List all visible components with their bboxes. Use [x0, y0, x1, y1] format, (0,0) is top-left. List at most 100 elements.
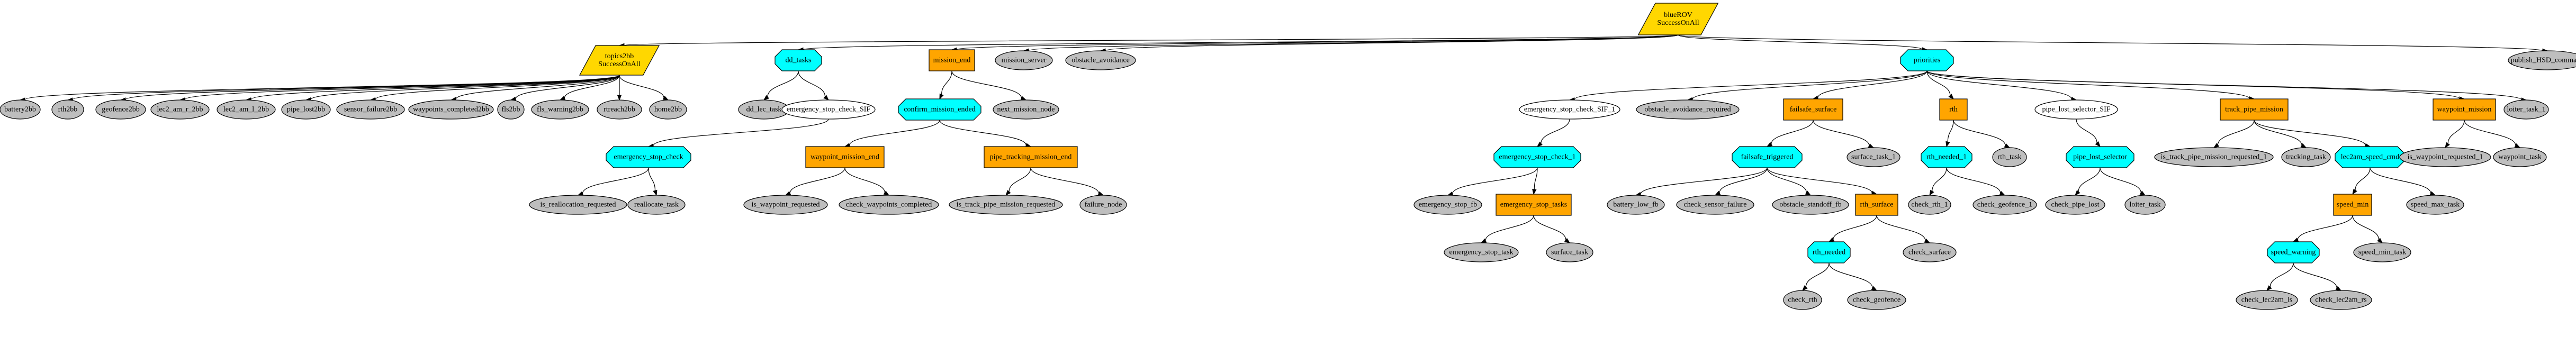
node-pipe-tracking-mission-end: pipe_tracking_mission_end — [984, 146, 1078, 168]
node-label: check_sensor_failure — [1684, 201, 1747, 209]
node-shape — [1847, 147, 1901, 167]
node-label: check_rth_1 — [1911, 201, 1948, 209]
node-shape — [1676, 195, 1754, 215]
node-rth-surface: rth_surface — [1855, 194, 1898, 216]
node-label: check_pipe_lost — [2051, 201, 2100, 209]
edge-arrowhead — [1802, 285, 1808, 291]
edge-line — [789, 167, 845, 194]
node-emergency-stop-check: emergency_stop_check — [606, 146, 691, 168]
node-shape — [781, 99, 876, 120]
edge-line — [1805, 262, 1830, 287]
node-label: check_waypoints_completed — [846, 201, 932, 209]
node-mission-end: mission_end — [929, 49, 975, 71]
node-surface-task-1: surface_task_1 — [1847, 147, 1901, 167]
node-shape — [95, 99, 146, 120]
node-reallocate-task: reallocate_task — [627, 195, 686, 215]
node-shape — [1519, 99, 1620, 120]
edge-line — [2464, 120, 2516, 146]
node-label: confirm_mission_ended — [904, 106, 975, 114]
node-label: priorities — [1914, 57, 1941, 65]
node-label: failure_node — [1085, 201, 1122, 209]
node-label: is_reallocation_requested — [540, 201, 616, 209]
edge-arrowhead — [2095, 141, 2101, 148]
node-label: speed_warning — [2271, 249, 2316, 257]
node-label: tracking_task — [2286, 153, 2326, 161]
edge-failsafe_triggered-to-obstacle_standoff_fb — [1767, 167, 1812, 196]
edge-track_pipe_mission-to-is_track_pipe_mission_requested_1 — [2213, 120, 2255, 148]
edge-emergency_stop_check_sif_1-to-emergency_stop_check_1 — [1536, 119, 1570, 147]
node-label: waypoint_mission — [2437, 106, 2492, 114]
edge-line — [1533, 215, 1566, 240]
node-lec2-am-r-2bb: lec2_am_r_2bb — [150, 99, 210, 120]
node-layer: blueROVSuccessOnAlltopics2bbSuccessOnAll… — [0, 3, 2576, 310]
edge-line — [582, 167, 649, 194]
node-label: surface_task_1 — [1851, 153, 1896, 161]
node-emergency-stop-check-sif-1: emergency_stop_check_SIF_1 — [1519, 99, 1620, 120]
node-shape — [1992, 147, 2027, 167]
node-battery2bb: battery2bb — [0, 99, 41, 120]
node-emergency-stop-fb: emergency_stop_fb — [1413, 195, 1482, 215]
edge-line — [1817, 70, 1928, 98]
node-shape — [1900, 49, 1954, 71]
edge-rth-to-rth_needed_1 — [1945, 120, 1954, 148]
node-is-reallocation-requested: is_reallocation_requested — [529, 195, 627, 215]
node-speed-warning: speed_warning — [2267, 241, 2320, 263]
edge-arrowhead — [662, 95, 669, 101]
edge-arrowhead — [1945, 141, 1950, 148]
node-label: emergency_stop_check_1 — [1499, 153, 1575, 161]
edge-line — [1030, 167, 1100, 194]
edge-line — [2269, 262, 2294, 287]
edge-line — [1946, 167, 2001, 194]
edge-arrowhead — [1532, 189, 1537, 195]
edge-line — [2352, 215, 2379, 240]
node-label: loiter_task_1 — [2507, 106, 2545, 114]
edge-line — [849, 120, 940, 145]
node-label: fls_warning2bb — [537, 106, 583, 114]
node-label: failsafe_triggered — [1741, 153, 1794, 161]
node-label: check_surface — [1908, 249, 1951, 257]
edge-line — [951, 70, 1022, 98]
node-fls2bb: fls2bb — [497, 99, 525, 120]
edge-line — [1008, 167, 1031, 192]
node-label: lec2_am_r_2bb — [157, 106, 203, 114]
node-battery-low-fb: battery_low_fb — [1607, 195, 1665, 215]
edge-line — [2217, 120, 2255, 145]
node-label: is_track_pipe_mission_requested — [957, 201, 1056, 209]
node-label: check_lec2am_ls — [2241, 296, 2292, 304]
node-shape — [336, 99, 405, 120]
node-shape — [2335, 146, 2406, 168]
node-label: surface_task — [1551, 249, 1588, 257]
node-shape — [1908, 195, 1951, 215]
edge-arrowhead — [2075, 190, 2080, 196]
node-speed-max-task: speed_max_task — [2406, 195, 2464, 215]
node-shape — [2124, 195, 2166, 215]
node-surface-task: surface_task — [1546, 242, 1593, 262]
edge-line — [1692, 70, 1928, 100]
node-label: rth_task — [1997, 153, 2021, 161]
edge-line — [2100, 167, 2141, 193]
edge-line — [767, 70, 799, 97]
edge-line — [1813, 120, 1870, 146]
edge-arrowhead — [653, 189, 657, 196]
node-shape — [2353, 242, 2411, 262]
edge-line — [1876, 215, 1926, 241]
edge-topics2bb-to-home2bb — [619, 75, 669, 101]
node-label: rth2bb — [58, 106, 78, 114]
edge-line — [1541, 119, 1570, 144]
node-shape — [1546, 242, 1593, 262]
edge-arrowhead — [763, 95, 769, 101]
node-pipe-lost-selector-sif: pipe_lost_selector_SIF — [2034, 99, 2118, 120]
edge-line — [1534, 167, 1538, 190]
edge-pipe_lost_selector-to-loiter_task — [2100, 167, 2146, 196]
node-shape — [2267, 241, 2320, 263]
edge-line — [1485, 215, 1534, 241]
node-label: pipe_lost_selector — [2073, 153, 2127, 161]
edge-line — [2076, 119, 2097, 143]
edge-line — [2355, 167, 2371, 190]
node-obstacle-avoidance: obstacle_avoidance — [1065, 50, 1136, 70]
edge-line — [619, 75, 664, 98]
node-label: obstacle_standoff_fb — [1779, 201, 1841, 209]
node-shape — [1444, 242, 1519, 262]
